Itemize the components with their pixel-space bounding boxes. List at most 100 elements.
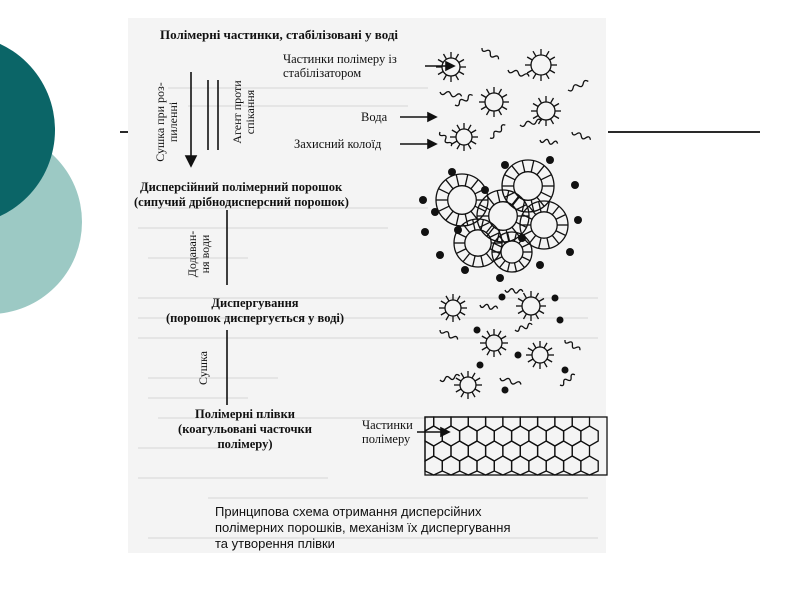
colloid-wave	[489, 124, 506, 139]
stabilized-particle-ray	[553, 114, 560, 120]
side-label-spray-drying-line2: пиленні	[166, 101, 180, 143]
aggregate-ray	[445, 179, 454, 190]
aggregate-ray	[493, 242, 503, 248]
redispersed-particle-ray	[471, 372, 476, 379]
redispersed-particle	[439, 294, 467, 322]
stabilized-particle-ray	[451, 140, 458, 145]
redispersed-particle-ray	[522, 313, 528, 320]
side-label-anti-caking: Агент проти спікання	[230, 67, 259, 157]
stabilized-particle-ray	[532, 114, 539, 120]
stabilized-particle-ray	[454, 53, 460, 60]
redispersed-particle-core	[459, 376, 477, 394]
redispersed-particle-ray	[459, 300, 466, 305]
film-cell	[519, 416, 539, 432]
stabilized-particle-ray	[549, 69, 556, 74]
stabilized-particle-ray	[526, 56, 533, 61]
redispersed-particle-ray	[445, 295, 450, 302]
label-polymer-films-line1: Полімерні плівки	[195, 407, 295, 421]
aggregate-ray	[496, 190, 501, 203]
side-label-water-addition-line2: ня води	[198, 234, 212, 274]
aggregate-ray	[521, 199, 526, 212]
aggregate-ray	[506, 232, 511, 242]
free-colloid-wave	[514, 322, 533, 332]
figure-caption: Принципова схема отримання дисперсійних …	[215, 504, 511, 552]
stabilized-particle-core	[455, 128, 473, 146]
aggregate-ray	[540, 174, 552, 181]
stabilized-particle	[525, 49, 557, 81]
scan-ghost-text	[138, 87, 598, 539]
colloid-dot	[454, 226, 462, 234]
redispersed-particle-ray	[474, 377, 481, 382]
colloid-dot	[419, 196, 427, 204]
aggregate-particle	[435, 173, 489, 227]
stabilized-particle-ray	[442, 74, 448, 81]
aggregate-ray	[536, 165, 545, 176]
film-cell	[554, 416, 573, 432]
aggregate-particle-core	[447, 185, 477, 215]
stabilized-particle-ray	[553, 102, 560, 108]
film-cell	[450, 416, 469, 432]
stabilized-particle-ray	[532, 73, 537, 80]
stabilized-particle-ray	[456, 143, 461, 150]
aggregate-ray	[438, 188, 450, 195]
free-colloid-wave	[439, 373, 461, 383]
aggregate-ray	[538, 237, 542, 249]
aggregate-ray	[515, 204, 527, 211]
redispersed-particle-ray	[440, 300, 447, 305]
colloid-dot	[481, 186, 489, 194]
stabilized-particle-ray	[454, 74, 460, 81]
drying-arrow-head	[184, 155, 198, 168]
label-polymer-films-line2: (коагульовані часточки	[178, 422, 312, 436]
label-protective-colloid: Захисний колоїд	[294, 137, 382, 151]
aggregate-ray	[546, 237, 550, 249]
colloid-dot	[436, 251, 444, 259]
redispersed-particle-ray	[445, 314, 450, 321]
aggregate-particle	[519, 200, 569, 250]
free-colloid-wave	[559, 373, 576, 387]
aggregate-ray	[551, 234, 560, 245]
free-colloid-dot	[476, 361, 484, 369]
aggregate-ray	[555, 214, 566, 220]
stabilized-particle-ray	[437, 58, 444, 64]
side-label-water-addition: Додаван- ня води	[185, 219, 214, 289]
side-label-spray-drying: Сушка при роз- пиленні	[153, 72, 182, 172]
redispersed-particle-ray	[546, 358, 553, 363]
aggregate-particle-core	[464, 229, 492, 257]
label-dispersion-powder-line1: Дисперсійний полімерний порошок	[140, 180, 343, 194]
aggregate-ray	[474, 205, 486, 212]
label-dispersing: Диспергування (порошок диспергується у в…	[140, 296, 370, 326]
side-label-drying: Сушка	[196, 343, 213, 393]
stabilized-particle	[436, 52, 466, 82]
redispersed-particles	[439, 288, 581, 399]
colloid-wave	[454, 94, 473, 107]
aggregate-ray	[530, 199, 535, 212]
aggregate-ray	[485, 252, 494, 263]
stabilized-particle-ray	[537, 97, 543, 104]
redispersed-particle-ray	[534, 292, 540, 299]
aggregate-ray	[464, 174, 469, 187]
film-cell	[484, 416, 504, 432]
colloid-wave	[519, 118, 543, 128]
aggregate-ray	[546, 201, 550, 213]
aggregate-ray	[480, 219, 484, 231]
stabilized-particle-ray	[467, 124, 472, 131]
colloid-dot	[431, 208, 439, 216]
stabilized-particle-ray	[549, 97, 555, 104]
redispersed-particle-ray	[456, 295, 461, 302]
aggregate-ray	[551, 205, 560, 216]
redispersed-particle-ray	[543, 361, 548, 368]
stabilized-particle	[450, 123, 478, 151]
left-rule	[120, 131, 130, 133]
redispersed-particle-ray	[455, 388, 462, 393]
stabilized-particle-core	[484, 92, 504, 112]
aggregate-ray	[486, 195, 495, 206]
film-cell	[467, 416, 487, 432]
redispersed-particle-ray	[517, 297, 524, 303]
aggregate-ray	[480, 255, 484, 267]
film-cell	[545, 455, 565, 476]
film-cell	[493, 455, 513, 476]
redispersed-particle-ray	[455, 377, 462, 382]
film-cell	[424, 455, 443, 476]
stabilized-particle-ray	[532, 50, 537, 57]
